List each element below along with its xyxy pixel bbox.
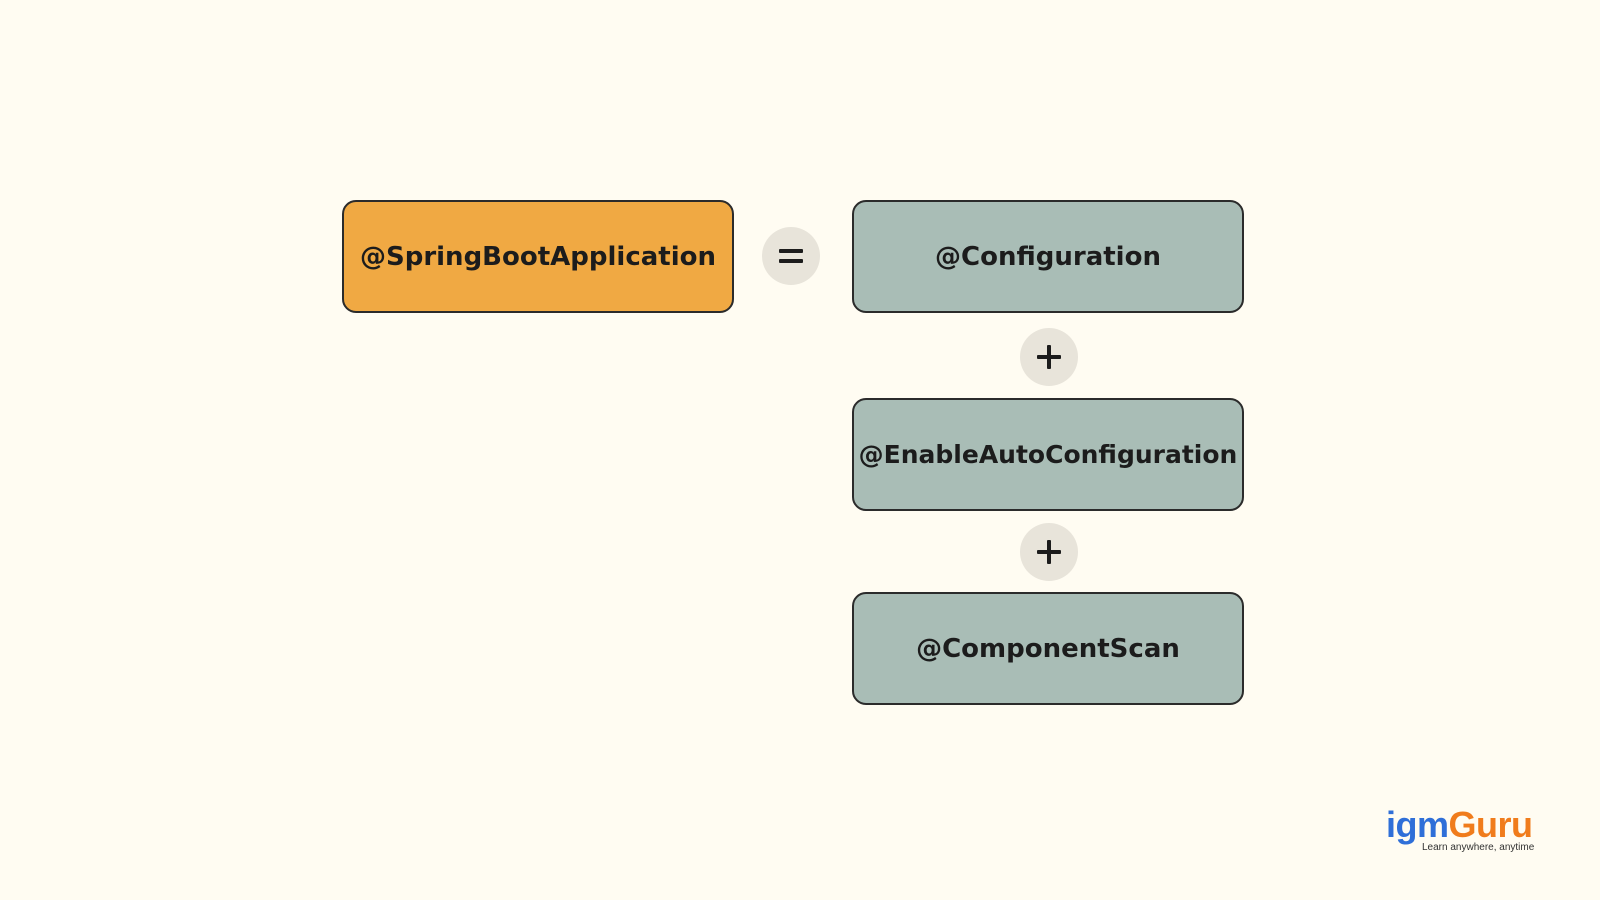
plus-icon: [1020, 523, 1078, 581]
igmguru-logo: igmGuru Learn anywhere, anytime: [1386, 806, 1546, 854]
configuration-label: @Configuration: [935, 241, 1161, 272]
enable-auto-configuration-box: @EnableAutoConfiguration: [852, 398, 1244, 511]
enable-auto-configuration-label: @EnableAutoConfiguration: [858, 440, 1238, 469]
component-scan-box: @ComponentScan: [852, 592, 1244, 705]
plus-icon: [1020, 328, 1078, 386]
logo-part-b: Guru: [1448, 804, 1534, 845]
component-scan-label: @ComponentScan: [916, 633, 1180, 664]
configuration-box: @Configuration: [852, 200, 1244, 313]
logo-wordmark: igmGuru: [1386, 806, 1533, 844]
spring-boot-application-box: @SpringBootApplication: [342, 200, 734, 313]
equals-icon: [762, 227, 820, 285]
logo-tagline: Learn anywhere, anytime: [1422, 842, 1535, 853]
spring-boot-application-label: @SpringBootApplication: [359, 241, 716, 272]
logo-part-a: igm: [1386, 804, 1449, 845]
